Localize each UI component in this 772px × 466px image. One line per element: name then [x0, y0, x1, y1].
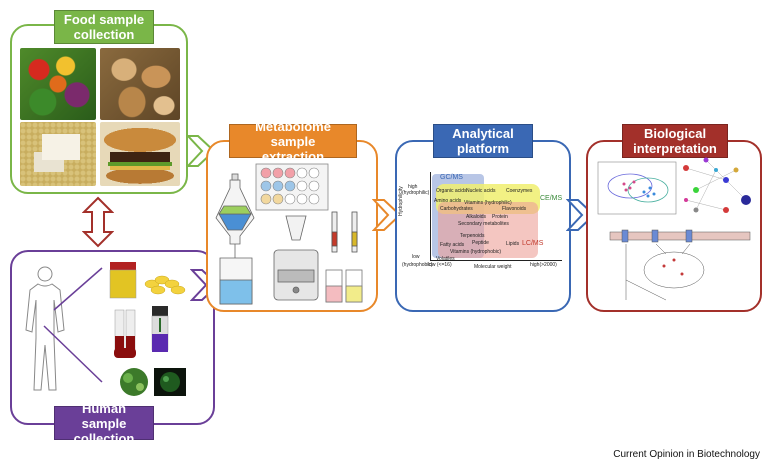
- pathway-diagram: [609, 229, 751, 301]
- urine-tube: [109, 262, 137, 299]
- capsules: [144, 275, 186, 295]
- extraction-title-line2: extraction: [261, 148, 325, 164]
- hamburger-photo: [100, 122, 180, 186]
- analytical-chart: GC/MS CE/MS LC/MS high (hydrophilic) Hyd…: [398, 168, 568, 306]
- ce-ms-label: CE/MS: [540, 195, 563, 202]
- extraction-drawing: [215, 163, 363, 305]
- food-title-line2: collection: [73, 27, 135, 42]
- vegetables-photo: [20, 48, 96, 120]
- lc-ms-region: [438, 202, 538, 258]
- compound-label: Flavonoids: [502, 206, 527, 212]
- compound-label: Secondary metabolites: [458, 221, 509, 227]
- human-sample-drawing: [25, 262, 186, 396]
- well-plate: [255, 163, 329, 211]
- compound-label: Vitamins (hydrophobic): [450, 249, 502, 255]
- lc-ms-label: LC/MS: [522, 240, 544, 247]
- vortex-machine: [273, 215, 319, 301]
- separatory-funnel: [215, 173, 255, 258]
- food-sample-title: Food sample collection: [54, 10, 154, 44]
- biological-title-line2: interpretation: [633, 141, 717, 156]
- human-body-outline-icon: [25, 266, 65, 391]
- analytical-title-line1: Analytical: [452, 126, 514, 141]
- compound-label: Terpenoids: [460, 233, 485, 239]
- extraction-title-line1: Metabolome sample: [255, 118, 331, 149]
- arrow-extraction-to-analytical: [372, 199, 402, 231]
- food-title-line1: Food sample: [63, 12, 145, 27]
- vials: [325, 269, 363, 303]
- y-high-label: high: [408, 184, 418, 190]
- biological-title: Biological interpretation: [622, 124, 728, 158]
- human-title-line2: collection: [73, 430, 135, 446]
- human-sample-title: Human sample collection: [54, 401, 154, 446]
- compound-label: Protein: [492, 214, 508, 220]
- network-graph: [683, 157, 751, 213]
- analytical-title: Analytical platform: [433, 124, 533, 158]
- y-low-sub-label: (hydrophobic): [402, 262, 433, 268]
- compound-label: Volatiles: [436, 256, 455, 262]
- microbiota-green-image: [120, 368, 148, 396]
- pipettes: [331, 211, 358, 253]
- x-low-label: low (<=16): [428, 262, 452, 268]
- compound-label: Carbohydrates: [440, 206, 473, 212]
- biological-title-line1: Biological: [643, 126, 707, 141]
- compound-label: Organic acids: [436, 188, 467, 194]
- pca-score-plot: [597, 161, 677, 215]
- journal-credit: Current Opinion in Biotechnology: [613, 449, 760, 460]
- compound-label: Lipids: [506, 241, 520, 247]
- bread-photo: [100, 48, 180, 120]
- x-axis-title: Molecular weight: [474, 264, 512, 270]
- food-human-double-arrow: [82, 196, 114, 248]
- y-low-label: low: [412, 254, 420, 260]
- tofu-soybeans-photo: [20, 122, 96, 186]
- gc-ms-label: GC/MS: [440, 174, 463, 181]
- compound-label: Coenzymes: [506, 188, 533, 194]
- pointer-line: [43, 325, 103, 383]
- y-axis: [430, 172, 431, 260]
- y-high-sub-label: (hydrophilic): [402, 190, 430, 196]
- compound-label: Peptide: [472, 240, 489, 246]
- x-axis: [430, 260, 562, 261]
- y-axis-title: Hydrophilicity: [398, 186, 404, 216]
- extraction-title: Metabolome sample extraction: [229, 119, 357, 164]
- beaker: [219, 257, 253, 305]
- compound-label: Fatty acids: [440, 242, 465, 248]
- compound-label: Amino acids: [434, 198, 462, 204]
- compound-label: Alkaloids: [466, 214, 487, 220]
- x-high-label: high(>2000): [530, 262, 557, 268]
- biological-drawing: [597, 157, 751, 301]
- analytical-title-line2: platform: [457, 141, 509, 156]
- blood-tubes: [114, 309, 136, 358]
- human-title-line1: Human sample: [81, 400, 127, 431]
- pointer-line: [53, 267, 103, 311]
- compound-label: Nucleic acids: [466, 188, 496, 194]
- purple-top-tube: [151, 306, 169, 352]
- compound-label: Vitamins (hydrophilic): [464, 200, 512, 206]
